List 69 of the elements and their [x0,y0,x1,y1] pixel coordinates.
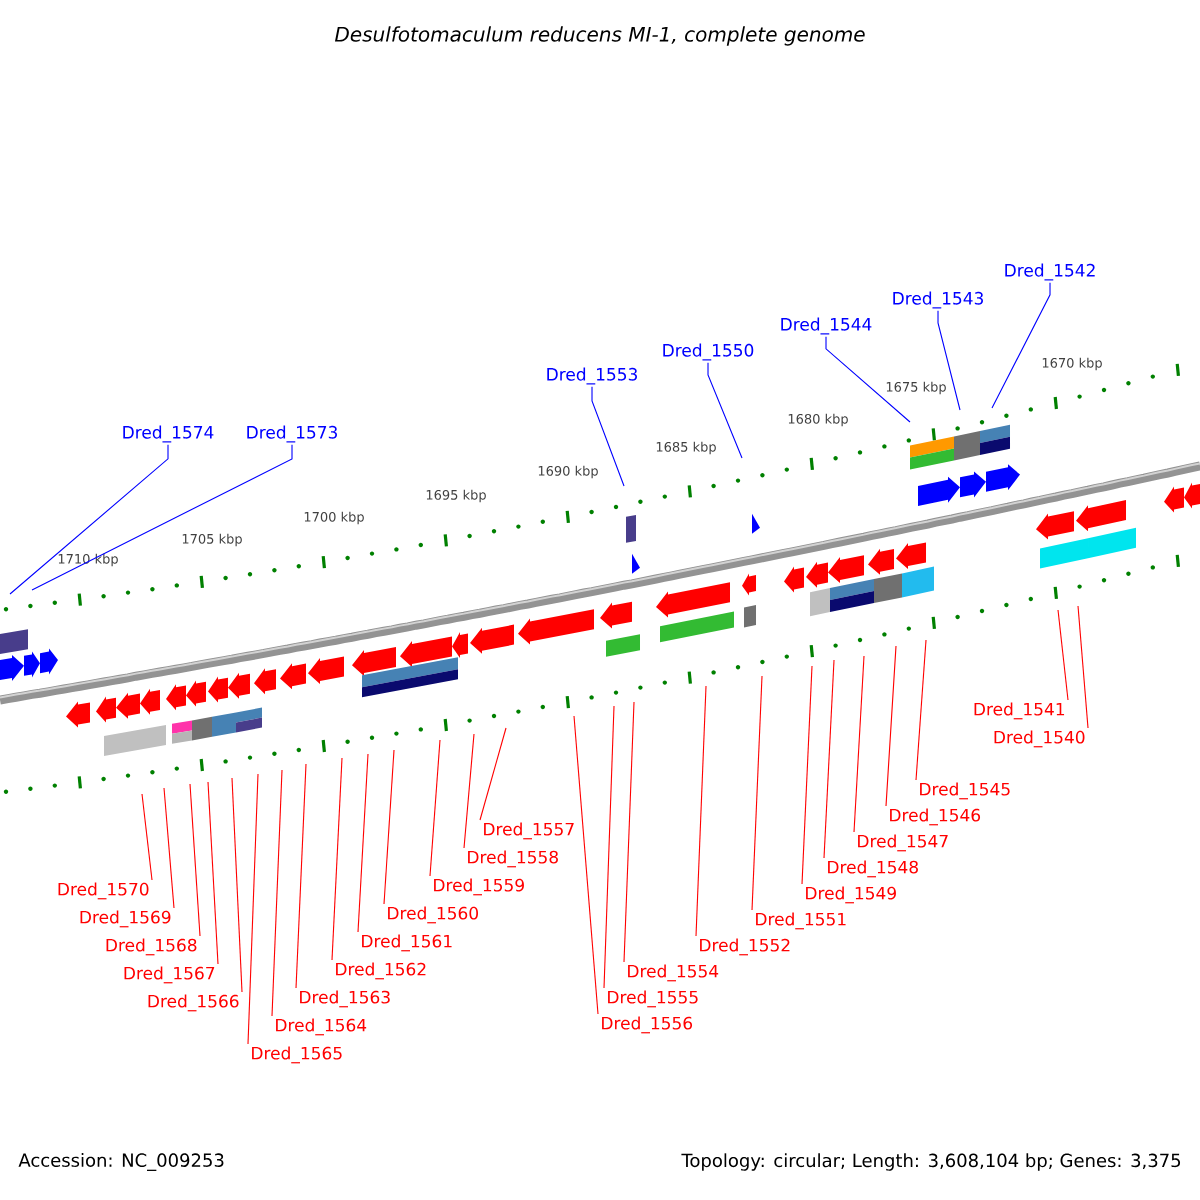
gene-label: Dred_1540 [994,730,1085,748]
gene-label: Dred_1550 [663,343,754,361]
gene-label: Dred_1559 [434,878,524,896]
gene-label: Dred_1555 [608,990,698,1008]
leader-line [463,733,475,849]
leader-line [573,715,599,1015]
leader-line [623,701,635,963]
gene-label: Dred_1553 [547,367,637,385]
leader-line [825,336,911,423]
leader-line [823,659,835,859]
gene-label: Dred_1557 [484,822,574,840]
leader-line [357,753,369,933]
leader-line [9,444,169,595]
leader-line [853,655,865,833]
leader-line [331,757,343,961]
gene-label: Dred_1558 [468,850,558,868]
gene-label: Dred_1566 [148,994,239,1012]
leader-line [937,310,961,411]
leader-line [915,639,927,781]
gene-label: Dred_1549 [806,886,896,904]
leader-line [141,793,153,881]
gene-label: Dred_1541 [974,702,1065,720]
leader-line [1057,609,1069,701]
gene-label: Dred_1552 [700,938,790,956]
leader-line [479,727,507,821]
leader-line [31,444,293,591]
gene-label: Dred_1570 [58,882,149,900]
gene-label: Dred_1554 [628,964,719,982]
leader-line [991,282,1051,409]
accession-text: Accession: NC_009253 [18,1153,224,1171]
leader-line [591,386,625,487]
gene-label: Dred_1545 [920,782,1010,800]
gene-label: Dred_1542 [1005,263,1095,281]
genome-info-text: Topology: circular; Length: 3,608,104 bp; Genes: 3,375 [681,1153,1181,1171]
gene-label: Dred_1544 [781,317,872,335]
gene-label: Dred_1573 [247,425,337,443]
leader-line [247,773,259,1045]
leader-line [695,685,707,937]
gene-label: Dred_1567 [124,966,215,984]
gene-label: Dred_1565 [252,1046,342,1064]
leader-line [707,362,743,459]
gene-label: Dred_1556 [602,1016,693,1034]
leader-line [885,645,897,807]
gene-label: Dred_1574 [123,425,214,443]
leader-line [801,665,813,885]
leader-line [207,781,219,965]
leader-line [231,777,243,993]
gene-label: Dred_1547 [858,834,948,852]
gene-label: Dred_1543 [893,291,983,309]
gene-label: Dred_1568 [106,938,197,956]
leader-line [163,787,175,909]
gene-label: Dred_1561 [362,934,452,952]
title: Desulfotomaculum reducens MI-1, complete genome [334,26,865,46]
leader-line [383,749,395,905]
leader-line [295,763,307,989]
leader-line [429,739,441,877]
gene-label: Dred_1560 [388,906,478,924]
gene-label: Dred_1546 [890,808,981,826]
gene-label: Dred_1563 [300,990,390,1008]
leader-line [603,705,615,989]
gene-label: Dred_1548 [828,860,918,878]
leader-line [1077,605,1089,729]
leader-line [189,783,201,937]
leader-line [271,769,283,1017]
gene-label: Dred_1562 [336,962,426,980]
gene-label: Dred_1569 [80,910,171,928]
gene-label: Dred_1551 [756,912,846,930]
leader-line [751,675,763,911]
gene-label: Dred_1564 [276,1018,367,1036]
